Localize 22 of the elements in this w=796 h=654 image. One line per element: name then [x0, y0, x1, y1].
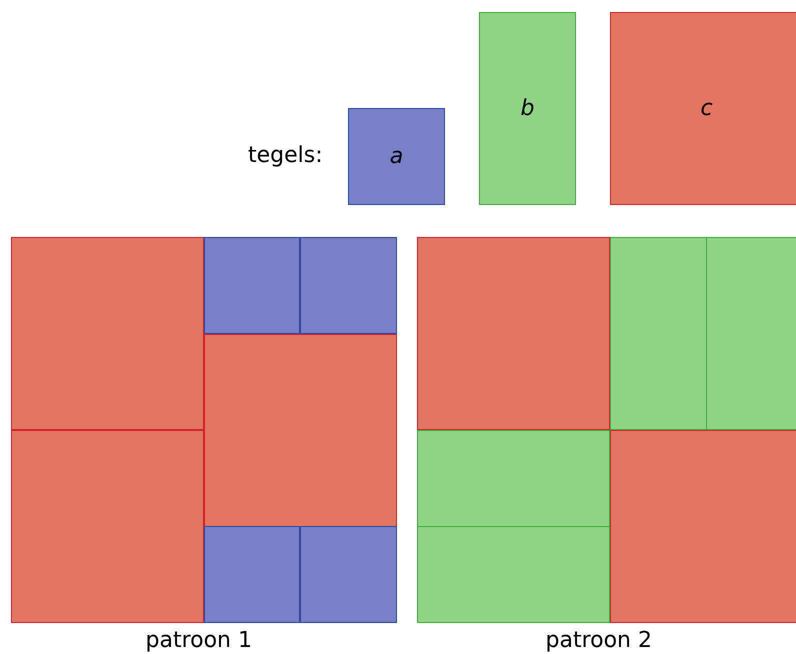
square-tile — [610, 430, 796, 623]
square-tile — [11, 430, 204, 623]
rectangular-tile — [417, 430, 610, 527]
tile-letter: b — [520, 96, 534, 121]
rectangular-tile — [417, 526, 610, 623]
pattern-caption: patroon 1 — [146, 628, 252, 653]
square-tile — [300, 526, 397, 623]
rectangular-tile — [479, 12, 576, 205]
square-tile — [417, 237, 610, 430]
tiles-label: tegels: — [248, 143, 323, 168]
square-tile — [610, 12, 796, 205]
rectangular-tile — [204, 237, 300, 334]
square-tile — [11, 237, 204, 430]
square-tile — [300, 237, 397, 334]
square-tile — [204, 334, 397, 527]
tile-letter: c — [700, 96, 713, 121]
rectangular-tile — [204, 526, 300, 623]
square-tile — [348, 108, 445, 205]
rectangular-tile — [706, 237, 796, 430]
pattern-caption: patroon 2 — [546, 628, 652, 653]
rectangular-tile — [610, 237, 707, 430]
tile-letter: a — [390, 144, 404, 169]
